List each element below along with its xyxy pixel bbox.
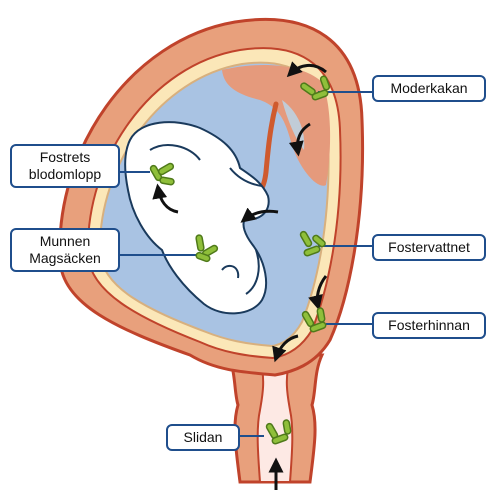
bacteria-icon bbox=[149, 162, 175, 186]
label-placenta: Moderkakan bbox=[372, 75, 486, 102]
bacteria-icon bbox=[195, 234, 219, 263]
bacteria-icon bbox=[299, 230, 326, 257]
label-mouth-line: Munnen bbox=[39, 233, 91, 249]
curved-arrow-icon bbox=[286, 61, 327, 78]
label-fetal-blood-line1: Fostrets bbox=[39, 149, 91, 165]
label-amniotic-fluid: Fostervattnet bbox=[372, 234, 486, 261]
label-fetal-blood: Fostrets blodomlopp bbox=[10, 144, 120, 188]
label-mouth-stomach: Munnen Magsäcken bbox=[10, 228, 120, 272]
bacteria-icon bbox=[300, 75, 331, 101]
bacteria bbox=[149, 75, 331, 445]
label-stomach-line: Magsäcken bbox=[29, 250, 101, 266]
bacteria-icon bbox=[301, 307, 327, 333]
label-vagina: Slidan bbox=[166, 424, 240, 451]
curved-arrow-icon bbox=[240, 207, 279, 223]
curved-arrow-icon bbox=[288, 122, 311, 157]
curved-arrow-icon bbox=[152, 183, 179, 214]
arrows bbox=[152, 61, 328, 490]
label-membrane: Fosterhinnan bbox=[372, 312, 486, 339]
curved-arrow-icon bbox=[308, 275, 328, 311]
bacteria-icon bbox=[265, 419, 292, 445]
cervix-canal bbox=[225, 353, 325, 484]
label-fetal-blood-line2: blodomlopp bbox=[28, 166, 102, 182]
curved-arrow-icon bbox=[272, 334, 299, 363]
